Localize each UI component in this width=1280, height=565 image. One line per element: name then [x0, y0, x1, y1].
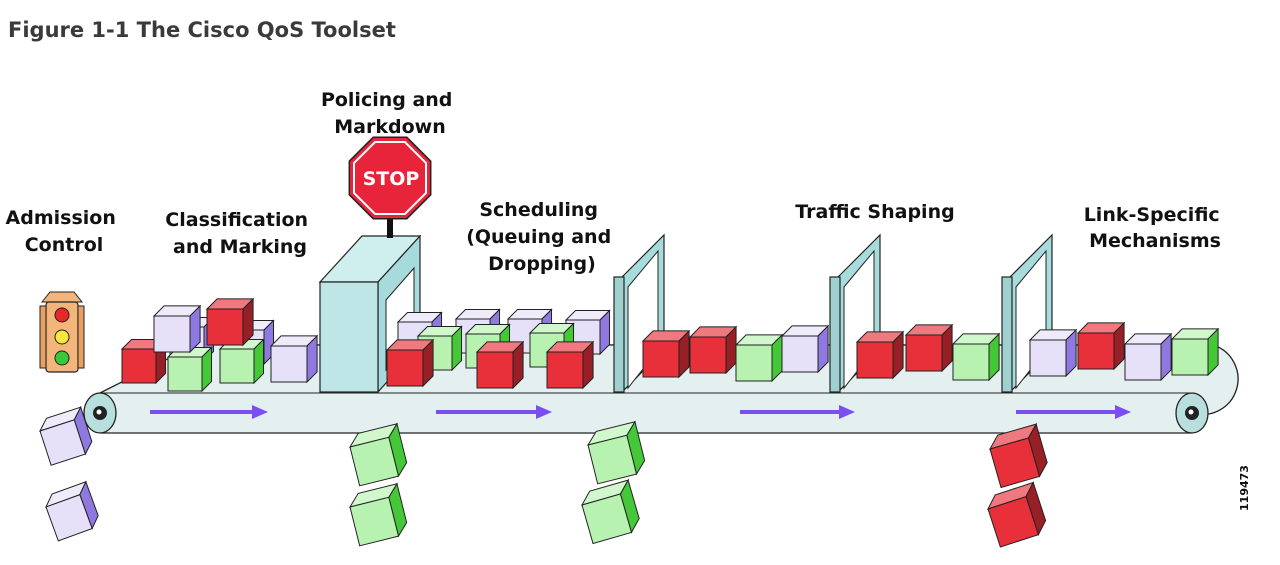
packets — [39, 297, 1220, 548]
packet-cube-4 — [166, 346, 213, 393]
packet-cube-20 — [688, 325, 738, 375]
figure-title: Figure 1-1 The Cisco QoS Toolset — [8, 18, 396, 42]
packet-cube-29 — [1170, 327, 1220, 377]
traffic-light-hood — [40, 291, 84, 303]
packet-cube-30 — [39, 405, 93, 466]
figure-number: 119473 — [1238, 465, 1251, 511]
packet-cube-7 — [152, 304, 202, 354]
packet-cube-21 — [734, 333, 784, 383]
label-policing-markdown: Policing and Markdown — [321, 89, 459, 138]
stop-sign-octagon — [348, 136, 432, 220]
packet-cube-22 — [780, 324, 830, 374]
packet-cube-16 — [385, 338, 435, 388]
stop-sign-label: STOP — [363, 168, 420, 190]
packet-cube-13 — [416, 325, 463, 372]
packet-cube-36 — [988, 422, 1048, 489]
packet-cube-31 — [45, 480, 99, 542]
label-link-specific: Link-Specific Mechanisms — [1084, 204, 1227, 252]
packet-cube-18 — [545, 340, 595, 390]
stop-sign-border — [353, 141, 427, 215]
packet-cube-32 — [348, 422, 408, 487]
yellow-light — [54, 329, 70, 345]
packet-cube-8 — [269, 334, 319, 384]
traffic-light-icon — [39, 291, 85, 373]
red-light — [54, 307, 70, 323]
packet-cube-37 — [987, 481, 1047, 548]
packet-cube-11 — [506, 308, 553, 355]
packet-cube-23 — [855, 330, 905, 380]
green-light — [54, 350, 70, 366]
stop-sign-icon — [348, 136, 432, 238]
label-traffic-shaping: Traffic Shaping — [795, 201, 954, 223]
stop-sign-post — [387, 212, 393, 238]
packet-cube-19 — [641, 329, 691, 379]
packet-cube-33 — [348, 482, 408, 547]
label-classification-marking: Classification and Marking — [165, 209, 314, 258]
packet-cube-27 — [1076, 321, 1126, 371]
label-scheduling: Scheduling (Queuing and Dropping) — [466, 199, 618, 275]
packet-cube-25 — [951, 332, 1001, 382]
label-admission-control: Admission Control — [6, 207, 123, 256]
packet-cube-5 — [218, 338, 265, 385]
packet-cube-17 — [475, 340, 525, 390]
packet-cube-34 — [586, 420, 646, 485]
flow-arrows — [150, 405, 1131, 419]
packet-cube-35 — [580, 478, 640, 545]
packet-cube-24 — [904, 323, 954, 373]
packet-cube-26 — [1028, 328, 1078, 378]
packet-cube-28 — [1123, 332, 1173, 382]
packet-cube-6 — [205, 297, 255, 347]
